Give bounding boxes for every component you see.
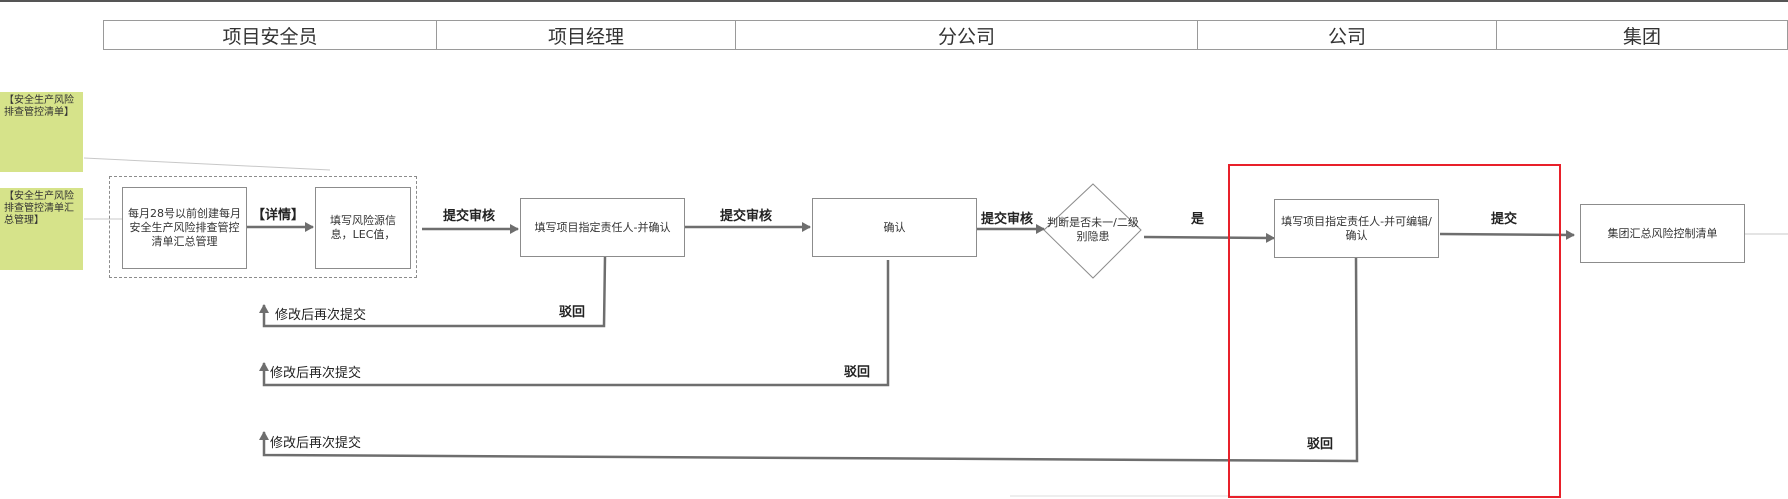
edge-label-reject-3: 驳回: [1307, 437, 1334, 452]
edge-label-submit: 提交: [1491, 212, 1518, 227]
side-note-risk-checklist-summary[interactable]: 【安全生产风险排查管控清单汇总管理】: [0, 188, 83, 270]
edge-label-resubmit-1: 修改后再次提交: [275, 308, 367, 323]
highlight-frame: [1228, 164, 1561, 498]
edge-label-submit-review-2: 提交审核: [720, 209, 773, 224]
decision-diamond: [1043, 183, 1142, 279]
lane-header-group: 集团: [1496, 20, 1788, 50]
arrow-submit: [1439, 229, 1575, 240]
lane-header-branch-company: 分公司: [735, 20, 1198, 50]
edge-label-submit-review-3: 提交审核: [981, 212, 1034, 227]
safety-officer-step-group: [109, 176, 417, 278]
reject-loop-2: [259, 260, 890, 387]
edge-label-reject-2: 驳回: [844, 365, 871, 380]
node-monthly-create-checklist[interactable]: 每月28号以前创建每月安全生产风险排查管控清单汇总管理: [122, 187, 247, 269]
side-note-risk-checklist[interactable]: 【安全生产风险排查管控清单】: [0, 92, 83, 172]
edge-label-submit-review-1: 提交审核: [443, 209, 496, 224]
reject-loop-3: [259, 257, 1359, 463]
node-company-assign-edit[interactable]: 填写项目指定责任人-并可编辑/确认: [1274, 199, 1439, 258]
edge-label-resubmit-2: 修改后再次提交: [270, 366, 362, 381]
node-branch-confirm[interactable]: 确认: [812, 198, 977, 257]
note-connector-line: [83, 157, 331, 171]
edge-label-yes: 是: [1191, 212, 1205, 227]
lane-header-project-safety-officer: 项目安全员: [103, 20, 437, 50]
reject-loop-1: [259, 256, 607, 328]
node-pm-assign-confirm[interactable]: 填写项目指定责任人-并确认: [520, 198, 685, 257]
edge-label-details: 【详情】: [252, 208, 305, 223]
lane-header-project-manager: 项目经理: [436, 20, 736, 50]
lane-header-company: 公司: [1197, 20, 1497, 50]
top-border-line: [0, 0, 1788, 2]
arrow-yes: [1143, 232, 1275, 243]
node-fill-risk-info[interactable]: 填写风险源信息，LEC值，: [315, 187, 411, 269]
node-group-risk-list[interactable]: 集团汇总风险控制清单: [1580, 204, 1745, 263]
decision-diamond-label: 判断是否未一/二级别隐患: [1047, 216, 1139, 243]
edge-label-resubmit-3: 修改后再次提交: [270, 436, 362, 451]
edge-label-reject-1: 驳回: [559, 305, 586, 320]
